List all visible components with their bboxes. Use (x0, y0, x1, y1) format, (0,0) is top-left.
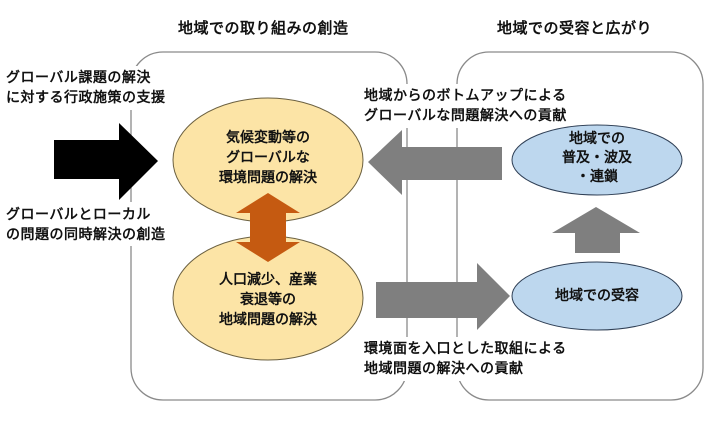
environmental-entry-arrow (376, 263, 510, 330)
diffusion-text: 地域での 普及・波及 ・連鎖 (512, 130, 682, 187)
acceptance-line1: 地域での受容 (555, 288, 639, 304)
global-issue-text: 気候変動等の グローバルな 環境問題の解決 (173, 128, 363, 188)
bottom-up-label: 地域からのボトムアップによる グローバルな問題解決への貢献 (364, 86, 567, 126)
local-issue-line3: 地域問題の解決 (219, 312, 317, 328)
bottom-up-label-bg (362, 84, 602, 128)
env-entry-label-line1: 環境面を入口とした取組による (364, 341, 567, 357)
policy-support-arrow (54, 123, 158, 200)
local-issue-line2: 衰退等の (240, 292, 296, 308)
env-entry-label-line2: 地域問題の解決への貢献 (364, 361, 524, 377)
side-label-bottom: グローバルとローカル の問題の同時解決の創造 (6, 205, 166, 245)
side-label-top-line1: グローバル課題の解決 (6, 70, 151, 86)
diffusion-line1: 地域での (569, 131, 625, 147)
local-issue-text: 人口減少、産業 衰退等の 地域問題の解決 (173, 270, 363, 330)
right-box-heading: 地域での受容と広がり (497, 19, 653, 37)
side-label-bottom-line1: グローバルとローカル (6, 207, 151, 223)
bottom-up-label-line2: グローバルな問題解決への貢献 (364, 108, 567, 124)
bottom-up-arrow (368, 130, 502, 195)
global-issue-line3: 環境問題の解決 (219, 170, 317, 186)
diffusion-line2: 普及・波及 (562, 150, 632, 166)
bidirectional-arrow (236, 193, 300, 262)
right-group-box (456, 51, 704, 401)
side-label-bottom-line2: の問題の同時解決の創造 (6, 227, 166, 243)
env-entry-label-bg (362, 337, 602, 381)
local-issue-line1: 人口減少、産業 (219, 272, 317, 288)
acceptance-text: 地域での受容 (512, 286, 682, 306)
side-label-top-line2: に対する行政施策の支援 (6, 90, 166, 106)
diffusion-line3: ・連鎖 (576, 169, 618, 185)
side-label-top: グローバル課題の解決 に対する行政施策の支援 (6, 68, 166, 108)
bottom-up-label-line1: 地域からのボトムアップによる (364, 88, 567, 104)
side-label-bottom-bg (0, 202, 190, 246)
env-entry-label: 環境面を入口とした取組による 地域問題の解決への貢献 (364, 339, 567, 379)
global-issue-line1: 気候変動等の (226, 130, 310, 146)
side-label-top-bg (0, 66, 186, 110)
left-box-heading: 地域での取り組みの創造 (178, 19, 349, 37)
spread-up-arrow (552, 207, 640, 253)
acceptance-node (511, 261, 683, 331)
global-issue-line2: グローバルな (226, 150, 310, 166)
diffusion-node (511, 124, 683, 196)
